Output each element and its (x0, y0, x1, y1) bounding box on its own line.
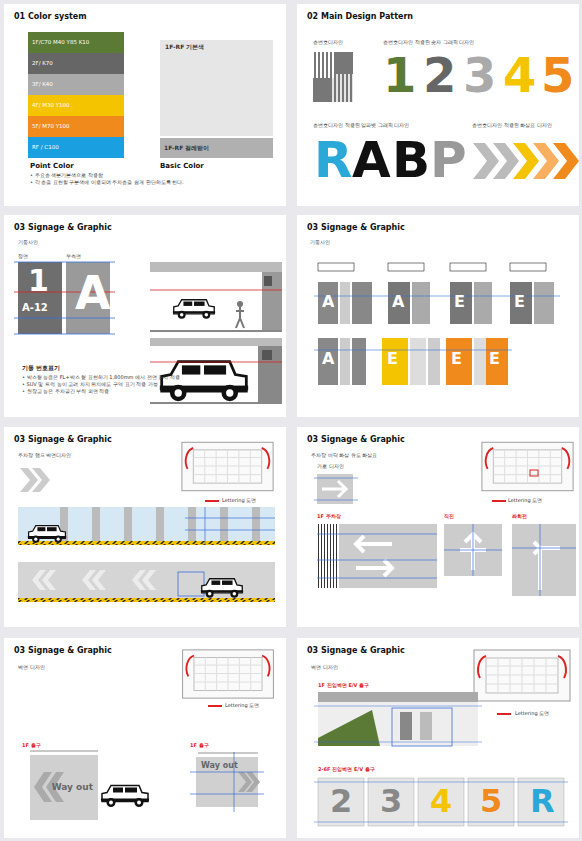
annotation: 우측면 (66, 254, 81, 260)
graphic-character: A (352, 133, 391, 188)
graphic-character: R (314, 133, 353, 188)
graphic-character: 3 (463, 49, 496, 102)
graphic-character: B (392, 133, 430, 188)
annotation: Basic Color (160, 163, 204, 171)
graphic-character: E (489, 350, 500, 368)
graphic-character: P (430, 133, 467, 188)
color-box: 3F/ K40 (28, 74, 124, 95)
graphic-character: A (322, 350, 334, 368)
graphic-character: 4 (430, 784, 452, 819)
panel-title: 03 Signage & Graphic (14, 646, 112, 655)
annotation: 기둥 번호표기 (22, 365, 60, 371)
graphic-character: 5 (480, 784, 502, 819)
graphic-character: A (322, 293, 334, 311)
box-label: 2F/ K70 (32, 60, 53, 66)
annotation: 정면 (18, 254, 28, 260)
annotation: • SUV 및 트럭 높이 고려 차지 위치에도 구역 표기 적용 가능 (22, 382, 158, 388)
graphic-character: 1 (28, 264, 49, 297)
box-label: 1F-RF 기본색 (165, 43, 204, 50)
annotation: 주차장 램프 벽면디자인 (18, 453, 71, 459)
annotation: 층번호디자인 적용된 알파벳 그래픽 디자인 (313, 123, 409, 129)
box-label: RF / C100 (32, 144, 59, 150)
annotation: Lettering 도면 (515, 711, 549, 717)
annotation: 1F 진입벽면 E/V 출구 (318, 683, 369, 689)
annotation: 벽면 디자인 (311, 665, 338, 671)
graphic-character: 3 (380, 784, 402, 819)
annotation: Point Color (30, 163, 74, 171)
color-box: 2F/ K70 (28, 53, 124, 74)
annotation: Lettering 도면 (222, 498, 256, 504)
color-box: 4F/ M30 Y100 (28, 95, 124, 116)
graphic-character: E (454, 293, 465, 311)
graphic-character: 5 (541, 49, 574, 102)
annotation: • 박스형 높음은 FL+박스 형 표현하기 1,800mm 에서 전면 표시 … (22, 375, 180, 381)
color-box: RF / C100 (28, 137, 124, 158)
annotation: 층번호디자인 적용된 숫자 그래픽 디자인 (383, 40, 474, 46)
box-label: 1F/C70 M40 Y85 K10 (32, 39, 89, 45)
annotation: 좌회전 (512, 514, 527, 520)
panel-title: 03 Signage & Graphic (307, 223, 405, 232)
graphic-character: A (392, 293, 404, 311)
annotation: 층번호디자인 적용된 화살표 디자인 (472, 123, 552, 129)
annotation: Lettering 도면 (508, 498, 542, 504)
panel-title: 03 Signage & Graphic (14, 223, 112, 232)
graphic-character: 1 (383, 49, 416, 102)
annotation: 1F 주차장 (317, 514, 341, 520)
box-label: 4F/ M30 Y100 (32, 102, 70, 108)
panel: 03 Signage & Graphic (297, 215, 579, 417)
graphic-character: A (75, 268, 111, 319)
annotation: 기둥사인 (310, 240, 330, 246)
graphic-character: E (451, 350, 462, 368)
graphic-character: 2 (423, 49, 456, 102)
box-label: Way out (52, 782, 93, 792)
annotation: A-12 (22, 302, 48, 313)
color-box: 1F/C70 M40 Y85 K10 (28, 32, 124, 53)
panel-title: 03 Signage & Graphic (307, 435, 405, 444)
annotation: • 주요층 색분기본색으로 적용함 (30, 173, 103, 179)
annotation: 직진 (444, 514, 454, 520)
annotation: 1F 출구 (22, 743, 41, 749)
annotation: • 천장고 높은 주차공간 부착 외면 적용 (22, 389, 110, 395)
box-label: 1F-RF 걸레받이 (164, 145, 209, 152)
graphic-character: E (514, 293, 525, 311)
annotation: • 각 층을 표현할 구분색에 이용되며 주차층을 쉽게 판단하도록 한다. (30, 180, 184, 186)
graphic-character: E (387, 350, 398, 368)
graphic-character: 2 (330, 784, 352, 819)
panel-title: 03 Signage & Graphic (14, 435, 112, 444)
annotation: 가로 디자인 (317, 464, 344, 470)
annotation: 벽면 디자인 (18, 665, 45, 671)
box-label: Way out (201, 761, 238, 770)
color-box: 5F/ M70 Y100 (28, 116, 124, 137)
color-box: 1F-RF 걸레받이 (160, 138, 273, 158)
panel-title: 01 Color system (14, 12, 87, 21)
graphic-character: 4 (503, 49, 536, 102)
annotation: 층번호디자인 (313, 40, 343, 46)
annotation: 기둥사인 (18, 240, 38, 246)
box-label: 5F/ M70 Y100 (32, 123, 70, 129)
panel: 03 Signage & GraphicWay outWay out (4, 638, 286, 838)
panel-title: 03 Signage & Graphic (307, 646, 405, 655)
box-label: 3F/ K40 (32, 81, 53, 87)
annotation: 2-6F 진입벽면 E/V 출구 (318, 767, 375, 773)
annotation: 1F 출구 (190, 743, 209, 749)
annotation: 주차장 바닥 화살 유도 화살표 (311, 453, 377, 459)
color-box: Way out (30, 755, 98, 820)
panel-title: 02 Main Design Pattern (307, 12, 413, 21)
annotation: Lettering 도면 (225, 703, 259, 709)
color-box: 1F-RF 기본색 (160, 40, 273, 136)
color-box: Way out (196, 757, 258, 807)
graphic-character: R (530, 784, 555, 819)
